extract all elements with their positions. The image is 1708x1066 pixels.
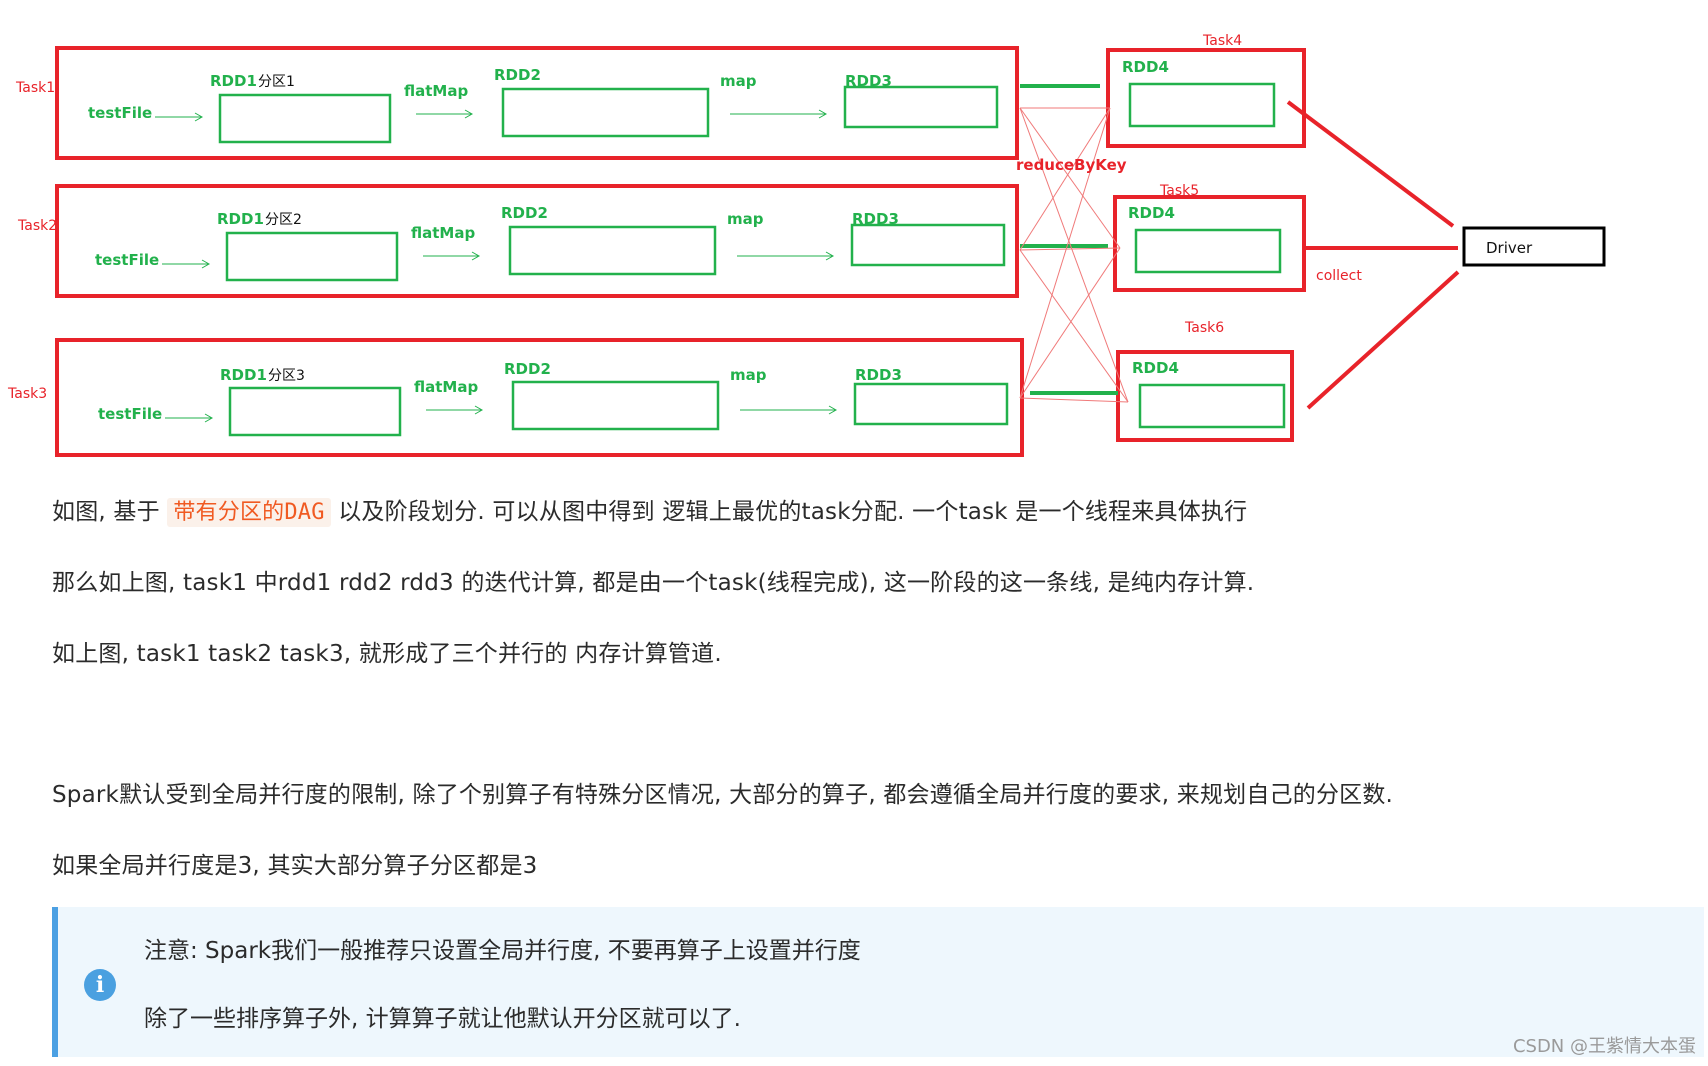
op-map-label: map <box>730 366 767 384</box>
reduce-task-label: Task4 <box>1202 33 1242 49</box>
shuffle-cross-line <box>1019 249 1129 403</box>
rdd2-label: RDD2 <box>501 204 548 222</box>
rdd2-box <box>508 225 717 276</box>
shuffle-cross-line <box>1019 107 1121 249</box>
reduce-task-label: Task6 <box>1184 320 1224 336</box>
partition-label: 分区2 <box>265 212 302 228</box>
rdd2-label: RDD2 <box>494 66 541 84</box>
op-flatmap-label: flatMap <box>414 378 478 396</box>
op-flatmap-label: flatMap <box>404 82 468 100</box>
reduce-task-box <box>1116 350 1294 442</box>
arrow-map-head <box>828 405 838 415</box>
rdd4-box <box>1138 383 1286 429</box>
rdd2-label: RDD2 <box>504 360 551 378</box>
highlighted-code: 带有分区的DAG <box>167 498 331 527</box>
reduce-task-box <box>1106 48 1306 148</box>
arrow-map-head <box>818 109 828 119</box>
rdd4-label: RDD4 <box>1122 58 1169 76</box>
stage-box-task2 <box>55 184 1019 298</box>
shuffle-cross-line <box>1019 107 1111 251</box>
rdd4-box <box>1134 228 1282 274</box>
rdd1-box <box>225 231 399 282</box>
source-label: testFile <box>95 251 159 269</box>
stage-box-task3 <box>55 338 1024 457</box>
collect-line <box>1306 270 1460 410</box>
rdd1-label: RDD1 <box>220 366 267 384</box>
reduce-task-box <box>1113 195 1306 292</box>
stage-box-task1 <box>55 46 1019 160</box>
driver-label: Driver <box>1486 239 1533 257</box>
note-line-1: 注意: Spark我们一般推荐只设置全局并行度, 不要再算子上设置并行度 <box>144 938 861 964</box>
arrow-source-head <box>201 259 211 269</box>
partition-label: 分区1 <box>258 74 295 90</box>
rdd3-box <box>853 382 1009 426</box>
paragraph-dag-intro: 如图, 基于 带有分区的DAG 以及阶段划分. 可以从图中得到 逻辑上最优的ta… <box>52 492 1248 527</box>
rdd3-box <box>850 223 1006 267</box>
paragraph-task1: 那么如上图, task1 中rdd1 rdd2 rdd3 的迭代计算, 都是由一… <box>52 570 1255 596</box>
shuffle-cross-line <box>1019 107 1129 403</box>
rdd4-box <box>1128 82 1276 128</box>
rdd1-box <box>218 93 392 144</box>
arrow-flatmap-head <box>471 251 481 261</box>
collect-line <box>1286 100 1455 228</box>
paragraph-text: 以及阶段划分. 可以从图中得到 逻辑上最优的task分配. 一个task 是一个… <box>330 499 1248 525</box>
reducebykey-label: reduceByKey <box>1016 156 1127 174</box>
arrow-source-head <box>204 413 214 423</box>
task-label: Task2 <box>17 218 57 234</box>
rdd3-label: RDD3 <box>845 72 892 90</box>
info-icon: i <box>84 969 116 1001</box>
arrow-source-head <box>194 112 204 122</box>
reduce-task-label: Task5 <box>1159 183 1199 199</box>
paragraph-parallel-pipelines: 如上图, task1 task2 task3, 就形成了三个并行的 内存计算管道… <box>52 641 722 667</box>
driver-box <box>1462 226 1606 267</box>
shuffle-cross-line <box>1019 107 1111 399</box>
rdd3-label: RDD3 <box>855 366 902 384</box>
paragraph-text: 如图, 基于 <box>52 499 168 525</box>
arrow-flatmap-head <box>464 109 474 119</box>
op-map-label: map <box>727 210 764 228</box>
shuffle-cross-line <box>1019 397 1129 403</box>
watermark: CSDN @王紫情大本蛋 <box>1512 1036 1696 1057</box>
collect-label: collect <box>1316 268 1362 284</box>
rdd1-label: RDD1 <box>210 72 257 90</box>
rdd3-label: RDD3 <box>852 210 899 228</box>
note-callout: i 注意: Spark我们一般推荐只设置全局并行度, 不要再算子上设置并行度 除… <box>52 907 1704 1057</box>
task-label: Task3 <box>7 386 47 402</box>
task-label: Task1 <box>15 80 55 96</box>
rdd1-label: RDD1 <box>217 210 264 228</box>
rdd2-box <box>511 380 720 431</box>
op-map-label: map <box>720 72 757 90</box>
shuffle-cross-line <box>1019 247 1121 251</box>
source-label: testFile <box>88 104 152 122</box>
rdd4-label: RDD4 <box>1128 204 1175 222</box>
op-flatmap-label: flatMap <box>411 224 475 242</box>
arrow-map-head <box>825 251 835 261</box>
note-line-2: 除了一些排序算子外, 计算算子就让他默认开分区就可以了. <box>144 1006 741 1032</box>
rdd4-label: RDD4 <box>1132 359 1179 377</box>
rdd2-box <box>501 87 710 138</box>
partition-label: 分区3 <box>268 368 305 384</box>
paragraph-parallelism-example: 如果全局并行度是3, 其实大部分算子分区都是3 <box>52 853 538 879</box>
shuffle-cross-line <box>1019 247 1121 399</box>
rdd3-box <box>843 85 999 129</box>
paragraph-global-parallelism: Spark默认受到全局并行度的限制, 除了个别算子有特殊分区情况, 大部分的算子… <box>52 782 1394 808</box>
rdd1-box <box>228 386 402 437</box>
source-label: testFile <box>98 405 162 423</box>
arrow-flatmap-head <box>474 405 484 415</box>
